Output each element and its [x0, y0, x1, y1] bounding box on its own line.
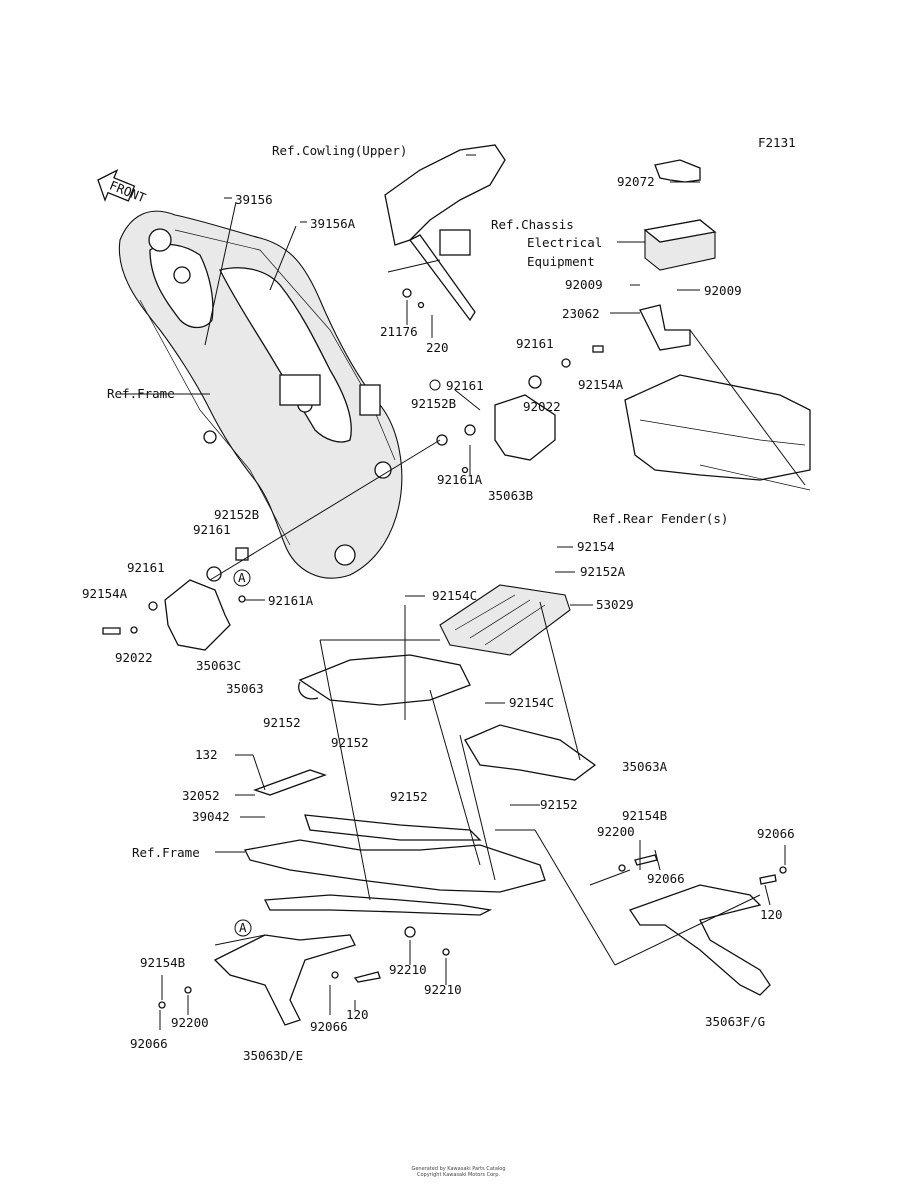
part-220: 220: [426, 340, 449, 355]
part-92154a-left: 92154A: [82, 586, 128, 601]
ref-frame-bottom: Ref.Frame: [132, 845, 200, 860]
part-132: 132: [195, 747, 218, 762]
cowling-stay-drawing: [384, 144, 506, 322]
part-92154b-left: 92154B: [140, 955, 185, 970]
ref-rear-fender: Ref.Rear Fender(s): [593, 511, 728, 526]
bracket-35063c-drawing: [102, 547, 249, 651]
part-92161a-left: 92161A: [268, 593, 314, 608]
ref-frame-top: Ref.Frame: [107, 386, 175, 401]
part-92152-2: 92152: [331, 735, 369, 750]
part-92161-circle: 92161: [446, 378, 484, 393]
ref-chassis-3: Equipment: [527, 254, 595, 269]
callout-a-upper: A: [233, 569, 251, 587]
part-35063fg: 35063F/G: [705, 1014, 765, 1029]
subframe-drawing: [244, 654, 597, 956]
part-35063a: 35063A: [622, 759, 668, 774]
part-35063b: 35063B: [488, 488, 533, 503]
part-92066-right2: 92066: [647, 871, 685, 886]
part-92154c-top: 92154C: [432, 588, 477, 603]
part-92161-left: 92161: [193, 522, 231, 537]
main-frame-drawing: [118, 210, 403, 579]
part-92152a-right: 92152A: [580, 564, 626, 579]
part-92210-1: 92210: [389, 962, 427, 977]
footer-line-2: Copyright Kawasaki Motors Corp.: [417, 1172, 500, 1178]
part-92152-3: 92152: [390, 789, 428, 804]
ref-chassis-1: Ref.Chassis: [491, 217, 574, 232]
part-92152-4: 92152: [540, 797, 578, 812]
ref-chassis-2: Electrical: [527, 235, 602, 250]
circle-mark-icon: [429, 379, 441, 391]
front-arrow-icon: FRONT: [97, 169, 148, 206]
part-39156a: 39156A: [310, 216, 356, 231]
step-35063fg-drawing: [618, 854, 787, 996]
callout-a-lower: A: [234, 919, 252, 937]
svg-text:A: A: [239, 920, 247, 935]
svg-text:A: A: [238, 570, 246, 585]
part-35063c: 35063C: [196, 658, 241, 673]
part-92066-left: 92066: [130, 1036, 168, 1051]
part-92154b-right: 92154B: [622, 808, 667, 823]
battery-drawing: [639, 159, 717, 351]
rear-fender-drawing: [624, 374, 811, 491]
part-92152b-top: 92152B: [411, 396, 456, 411]
part-92152b-left: 92152B: [214, 507, 259, 522]
footer-copyright: Generated by Kawasaki Parts Catalog Copy…: [0, 1166, 917, 1178]
part-39156: 39156: [235, 192, 273, 207]
part-92072: 92072: [617, 174, 655, 189]
part-53029: 53029: [596, 597, 634, 612]
part-92161a-mid: 92161A: [437, 472, 483, 487]
figure-code: F2131: [758, 135, 796, 150]
part-92200-left: 92200: [171, 1015, 209, 1030]
part-92154a-top: 92154A: [578, 377, 624, 392]
part-35063de: 35063D/E: [243, 1048, 303, 1063]
part-92009-left: 92009: [565, 277, 603, 292]
part-92152-1: 92152: [263, 715, 301, 730]
part-92009-right: 92009: [704, 283, 742, 298]
part-92210-2: 92210: [424, 982, 462, 997]
part-35063: 35063: [226, 681, 264, 696]
part-92154-right: 92154: [577, 539, 615, 554]
part-92066-mid: 92066: [310, 1019, 348, 1034]
part-92161-top: 92161: [516, 336, 554, 351]
footer-line-1: Generated by Kawasaki Parts Catalog: [411, 1166, 506, 1172]
part-120-mid: 120: [346, 1007, 369, 1022]
part-92022-left: 92022: [115, 650, 153, 665]
plate-53029-drawing: [439, 584, 571, 656]
part-120-right: 120: [760, 907, 783, 922]
part-23062: 23062: [562, 306, 600, 321]
part-92022-top: 92022: [523, 399, 561, 414]
leader-lines: [120, 154, 806, 1030]
part-21176: 21176: [380, 324, 418, 339]
part-92161-left2: 92161: [127, 560, 165, 575]
bracket-35063b-drawing: [436, 345, 604, 474]
ref-cowling-upper: Ref.Cowling(Upper): [272, 143, 407, 158]
part-92200-right: 92200: [597, 824, 635, 839]
part-39042: 39042: [192, 809, 230, 824]
step-35063de-drawing: [158, 934, 381, 1026]
part-32052: 32052: [182, 788, 220, 803]
part-92066-right1: 92066: [757, 826, 795, 841]
part-92154c-mid: 92154C: [509, 695, 554, 710]
